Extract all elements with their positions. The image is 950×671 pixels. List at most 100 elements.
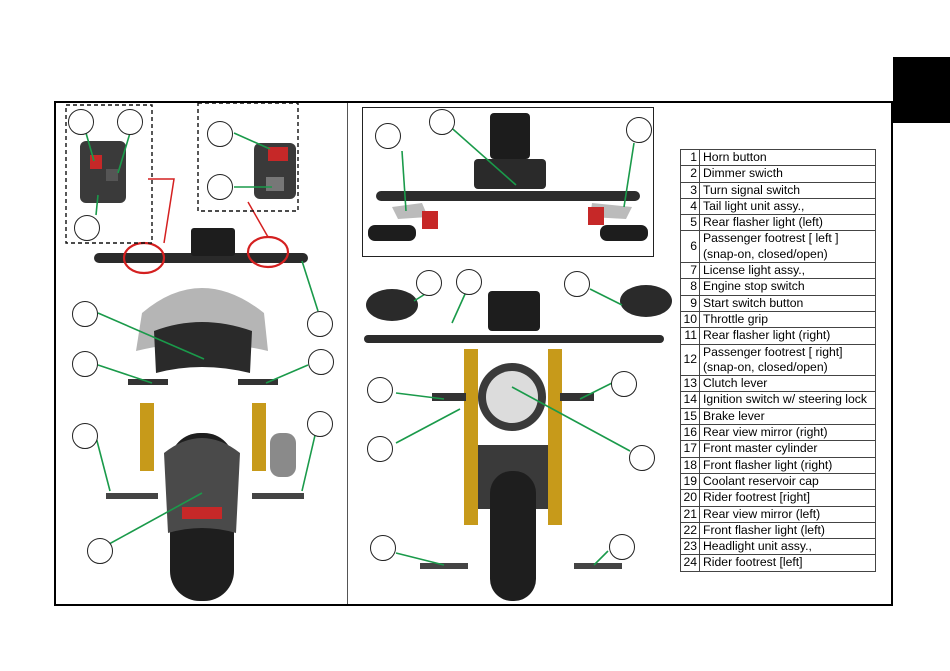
legend-number: 11 <box>680 327 700 345</box>
legend-description: Passenger footrest [ right](snap-on, clo… <box>699 343 876 377</box>
legend-description-line: Rear flasher light (left) <box>703 215 823 230</box>
legend-description-line: Turn signal switch <box>703 182 801 197</box>
legend-number: 12 <box>680 343 700 377</box>
legend-number: 24 <box>680 554 700 572</box>
legend-description-line: Throttle grip <box>703 311 769 326</box>
callout-circle <box>117 109 143 135</box>
legend-description-line: Rear flasher light (right) <box>703 328 831 343</box>
callout-circle <box>429 109 455 135</box>
legend-description: Turn signal switch <box>699 181 876 199</box>
legend-description-line: Ignition switch w/ steering lock <box>703 392 867 407</box>
panel-divider <box>347 103 348 604</box>
legend-description: Headlight unit assy., <box>699 538 876 556</box>
legend-description: Rear view mirror (left) <box>699 505 876 523</box>
legend-description-line: (snap-on, closed/open) <box>703 246 828 261</box>
legend-description: Rear view mirror (right) <box>699 424 876 442</box>
cockpit-view-illustration <box>362 107 654 257</box>
legend-number: 22 <box>680 521 700 540</box>
legend-description: Brake lever <box>699 407 876 426</box>
legend-description-line: Brake lever <box>703 408 765 423</box>
section-tab-marker <box>893 57 950 123</box>
legend-description-line: Rider footrest [right] <box>703 490 811 505</box>
legend-description-line: Dimmer swicth <box>703 166 783 181</box>
callout-circle <box>72 351 98 377</box>
legend-number: 4 <box>680 197 700 216</box>
legend-number: 15 <box>680 407 700 426</box>
legend-description-line: Front flasher light (right) <box>703 457 833 472</box>
legend-description-line: Passenger footrest [ left ] <box>703 231 839 246</box>
legend-description: License light assy., <box>699 262 876 280</box>
legend-description: Rear flasher light (left) <box>699 214 876 232</box>
legend-number: 2 <box>680 165 700 183</box>
legend-description: Front flasher light (right) <box>699 456 876 474</box>
legend-description-line: Rear view mirror (left) <box>703 506 821 521</box>
legend-description-line: Front master cylinder <box>703 441 818 456</box>
legend-description-line: Headlight unit assy., <box>703 539 812 554</box>
legend-description-line: Rider footrest [left] <box>703 555 803 570</box>
legend-number: 3 <box>680 181 700 199</box>
legend-description: Passenger footrest [ left ](snap-on, clo… <box>699 230 876 264</box>
legend-description-line: Passenger footrest [ right] <box>703 344 843 359</box>
legend-description: Front flasher light (left) <box>699 521 876 540</box>
legend-number: 10 <box>680 310 700 329</box>
legend-description: Dimmer swicth <box>699 165 876 183</box>
legend-description: Rider footrest [right] <box>699 489 876 507</box>
callout-circle <box>456 269 482 295</box>
legend-number: 14 <box>680 391 700 409</box>
legend-number: 17 <box>680 440 700 458</box>
callout-circle <box>367 377 393 403</box>
callout-circle <box>68 109 94 135</box>
legend-number: 7 <box>680 262 700 280</box>
callout-circle <box>609 534 635 560</box>
page-frame <box>54 101 893 606</box>
callout-circle <box>629 445 655 471</box>
legend-number: 8 <box>680 278 700 296</box>
legend-number: 9 <box>680 294 700 312</box>
callout-circle <box>611 371 637 397</box>
legend-description-line: Start switch button <box>703 295 804 310</box>
callout-circle <box>87 538 113 564</box>
callout-circle <box>370 535 396 561</box>
legend-description-line: Front flasher light (left) <box>703 522 825 537</box>
callout-circle <box>416 270 442 296</box>
legend-description-line: Clutch lever <box>703 376 768 391</box>
legend-number: 23 <box>680 538 700 556</box>
legend-description: Front master cylinder <box>699 440 876 458</box>
callout-circle <box>74 215 100 241</box>
legend-description-line: Coolant reservoir cap <box>703 473 819 488</box>
callout-circle <box>307 311 333 337</box>
legend-description: Horn button <box>699 148 876 167</box>
legend-number: 18 <box>680 456 700 474</box>
legend-description-line: Rear view mirror (right) <box>703 425 828 440</box>
legend-description: Clutch lever <box>699 375 876 393</box>
legend-description: Engine stop switch <box>699 278 876 296</box>
callout-circle <box>564 271 590 297</box>
legend-number: 6 <box>680 230 700 264</box>
rear-view-illustration <box>65 103 319 601</box>
legend-description-line: (snap-on, closed/open) <box>703 359 828 374</box>
legend-number: 13 <box>680 375 700 393</box>
legend-description: Ignition switch w/ steering lock <box>699 391 876 409</box>
legend-description: Coolant reservoir cap <box>699 472 876 491</box>
callout-circle <box>367 436 393 462</box>
legend-number: 19 <box>680 472 700 491</box>
legend-description: Rear flasher light (right) <box>699 327 876 345</box>
